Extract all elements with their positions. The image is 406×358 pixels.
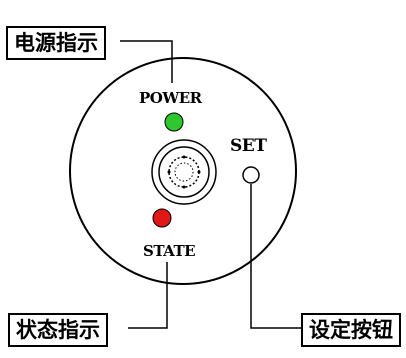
state-leader-line (128, 262, 168, 329)
status-indicator-callout: 状态指示 (8, 313, 108, 347)
set-button-callout: 设定按钮 (301, 313, 401, 347)
device-housing (69, 57, 297, 285)
state-label: STATE (143, 242, 196, 260)
power-leader-line (120, 40, 173, 83)
state-led (152, 208, 172, 228)
set-label: SET (230, 136, 267, 156)
set-leader-line (250, 184, 303, 329)
set-button[interactable] (242, 166, 260, 184)
power-indicator-callout: 电源指示 (6, 26, 106, 60)
power-led (164, 112, 184, 132)
power-label: POWER (139, 89, 202, 107)
center-connector (151, 139, 217, 205)
